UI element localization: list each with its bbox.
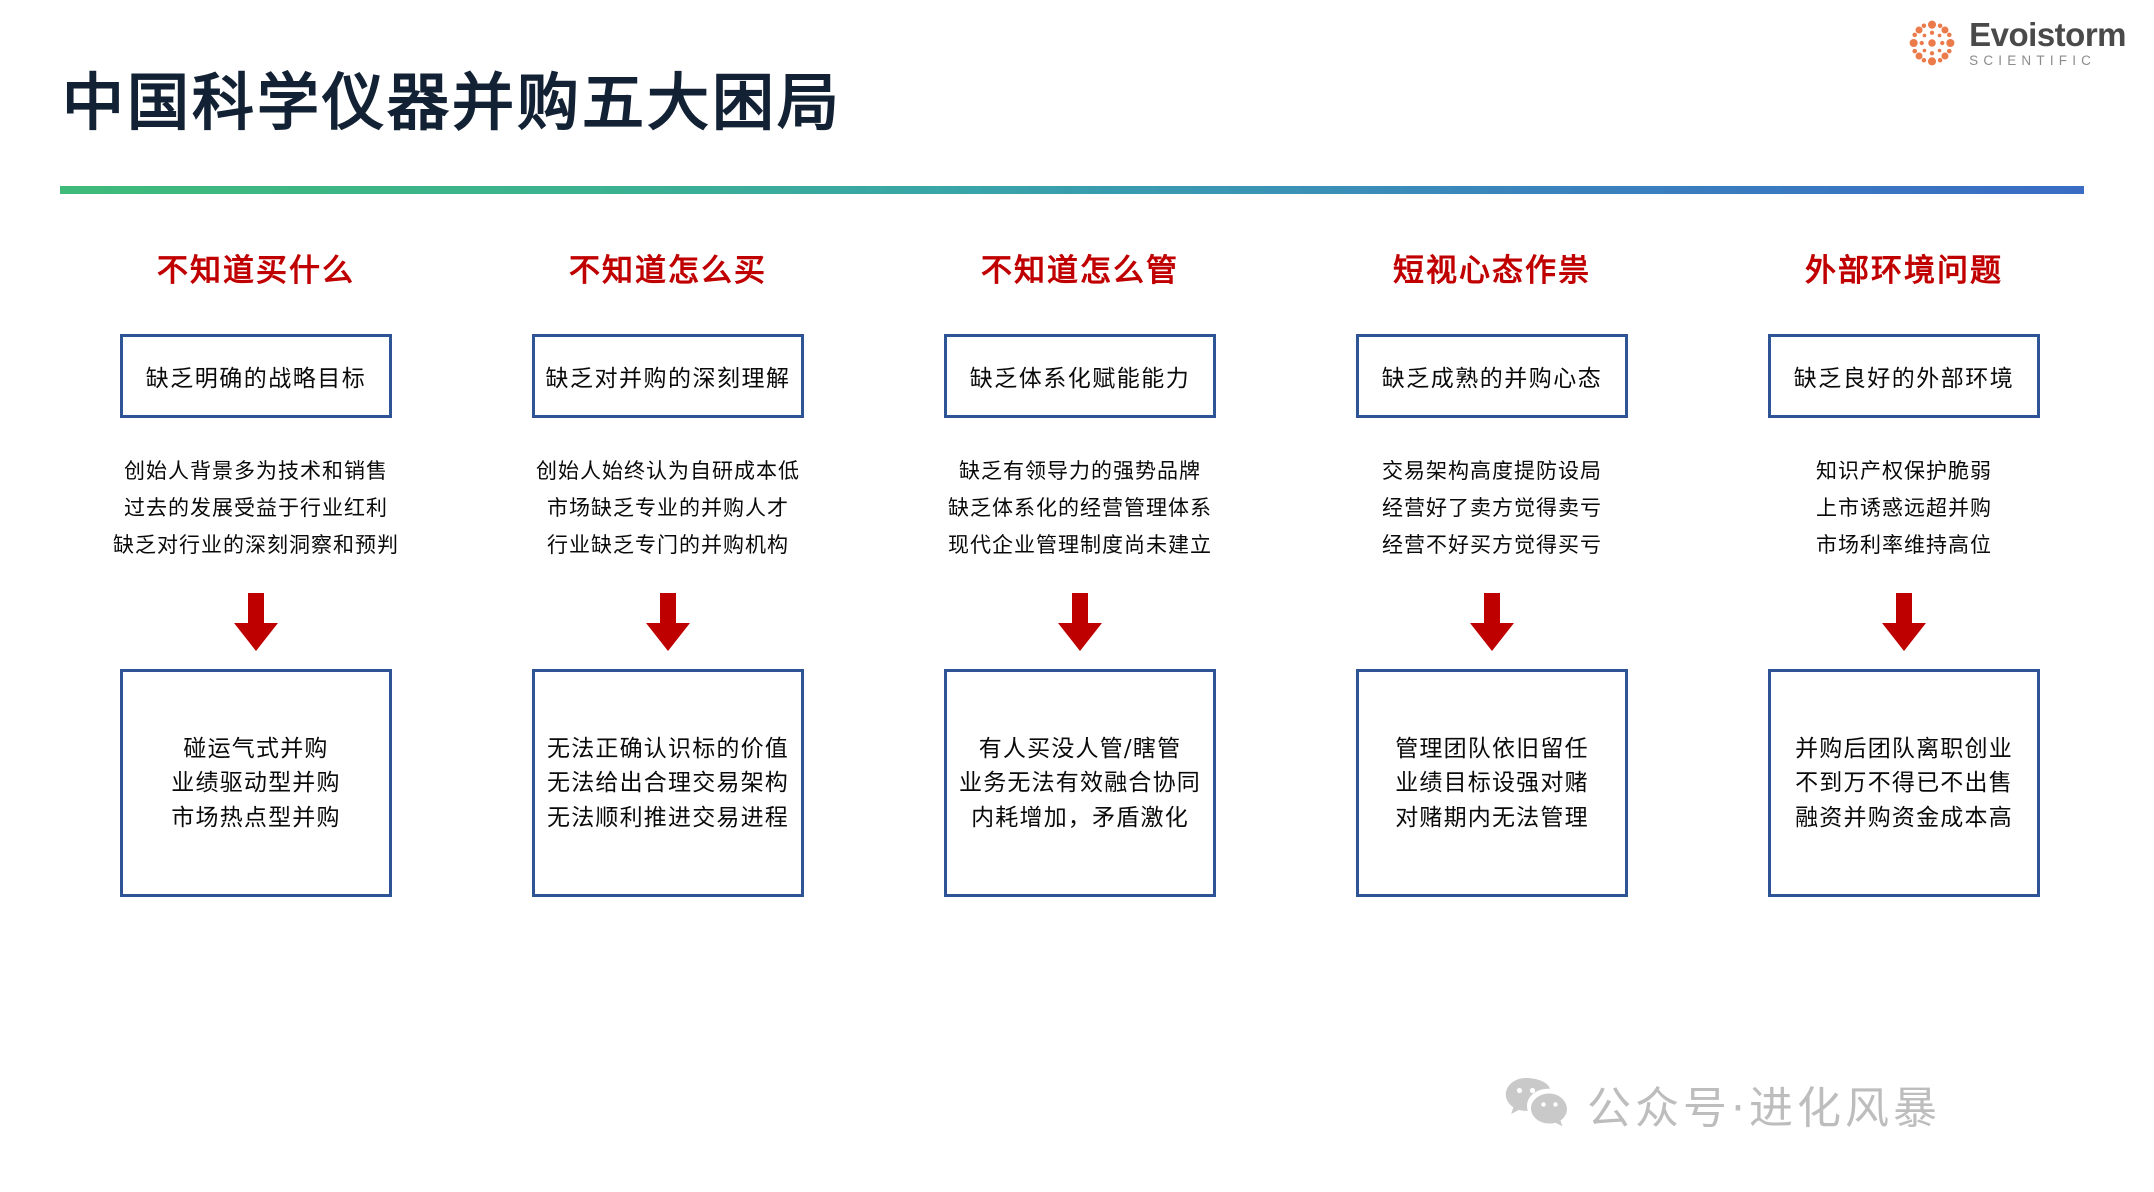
outcome-line: 业绩驱动型并购 xyxy=(171,770,341,797)
brand-tagline: SCIENTIFIC xyxy=(1969,53,2097,69)
list-item: 市场利率维持高位 xyxy=(1816,533,1992,558)
watermark-text: 公众号·进化风暴 xyxy=(1587,1083,1941,1134)
outcome-line: 无法给出合理交易架构 xyxy=(547,770,789,797)
down-arrow-icon xyxy=(1058,593,1102,652)
column-1-heading: 不知道买什么 xyxy=(157,253,355,289)
list-item: 交易架构高度提防设局 xyxy=(1382,459,1602,483)
list-item: 行业缺乏专门的并购机构 xyxy=(547,533,789,558)
column-2-problem-box: 缺乏对并购的深刻理解 xyxy=(532,334,804,418)
down-arrow-icon xyxy=(234,593,278,652)
brand-logo: Evoistorm SCIENTIFIC xyxy=(1905,16,2126,70)
column-4-outcome-box: 管理团队依旧留任 业绩目标设强对赌 对赌期内无法管理 xyxy=(1356,669,1628,898)
column-5-problem-box: 缺乏良好的外部环境 xyxy=(1768,334,2040,418)
column-1-outcome-box: 碰运气式并购 业绩驱动型并购 市场热点型并购 xyxy=(120,669,392,898)
column-5-outcome-box: 并购后团队离职创业 不到万不得已不出售 融资并购资金成本高 xyxy=(1768,669,2040,898)
column-2: 不知道怎么买 缺乏对并购的深刻理解 创始人始终认为自研成本低 市场缺乏专业的并购… xyxy=(462,250,874,898)
list-item: 经营好了卖方觉得卖亏 xyxy=(1382,496,1602,521)
column-4-problem-box: 缺乏成熟的并购心态 xyxy=(1356,334,1628,418)
column-2-outcome-box: 无法正确认识标的价值 无法给出合理交易架构 无法顺利推进交易进程 xyxy=(532,669,804,898)
column-4-heading: 短视心态作祟 xyxy=(1393,253,1591,289)
down-arrow-icon xyxy=(1882,593,1926,652)
column-3-arrow-slot xyxy=(1058,591,1102,653)
list-item: 创始人背景多为技术和销售 xyxy=(124,459,388,483)
brand-wordmark: Evoistorm SCIENTIFIC xyxy=(1969,18,2126,68)
outcome-line: 内耗增加，矛盾激化 xyxy=(971,804,1189,831)
page-title: 中国科学仪器并购五大困局 xyxy=(62,66,843,139)
wechat-icon xyxy=(1505,1076,1571,1132)
list-item: 创始人始终认为自研成本低 xyxy=(536,459,800,483)
outcome-line: 碰运气式并购 xyxy=(183,735,329,762)
outcome-line: 融资并购资金成本高 xyxy=(1795,804,2013,831)
column-2-bullets: 创始人始终认为自研成本低 市场缺乏专业的并购人才 行业缺乏专门的并购机构 xyxy=(536,459,800,558)
down-arrow-icon xyxy=(1470,593,1514,652)
evoistorm-burst-icon xyxy=(1905,16,1959,70)
column-5-bullets: 知识产权保护脆弱 上市诱惑远超并购 市场利率维持高位 xyxy=(1816,459,1992,558)
watermark: 公众号·进化风暴 xyxy=(1505,1072,1941,1136)
column-5-arrow-slot xyxy=(1882,591,1926,653)
column-1-bullets: 创始人背景多为技术和销售 过去的发展受益于行业红利 缺乏对行业的深刻洞察和预判 xyxy=(113,459,399,558)
list-item: 缺乏有领导力的强势品牌 xyxy=(959,459,1201,483)
column-1-arrow-slot xyxy=(234,591,278,653)
column-1-problem-box: 缺乏明确的战略目标 xyxy=(120,334,392,418)
column-5-heading: 外部环境问题 xyxy=(1805,253,2003,289)
column-3-problem-box: 缺乏体系化赋能能力 xyxy=(944,334,1216,418)
outcome-line: 管理团队依旧留任 xyxy=(1395,735,1589,762)
list-item: 知识产权保护脆弱 xyxy=(1816,459,1992,483)
outcome-line: 有人买没人管/瞎管 xyxy=(978,735,1182,762)
list-item: 现代企业管理制度尚未建立 xyxy=(948,533,1212,558)
down-arrow-icon xyxy=(646,593,690,652)
outcome-line: 对赌期内无法管理 xyxy=(1395,804,1589,831)
outcome-line: 业绩目标设强对赌 xyxy=(1395,770,1589,797)
list-item: 上市诱惑远超并购 xyxy=(1816,496,1992,521)
title-underline-gradient xyxy=(60,186,2084,194)
column-3-heading: 不知道怎么管 xyxy=(981,253,1179,289)
column-3: 不知道怎么管 缺乏体系化赋能能力 缺乏有领导力的强势品牌 缺乏体系化的经营管理体… xyxy=(874,250,1286,898)
outcome-line: 业务无法有效融合协同 xyxy=(959,770,1201,797)
outcome-line: 并购后团队离职创业 xyxy=(1795,735,2013,762)
outcome-line: 无法顺利推进交易进程 xyxy=(547,804,789,831)
list-item: 缺乏体系化的经营管理体系 xyxy=(948,496,1212,521)
list-item: 缺乏对行业的深刻洞察和预判 xyxy=(113,533,399,558)
outcome-line: 不到万不得已不出售 xyxy=(1795,770,2013,797)
column-4: 短视心态作祟 缺乏成熟的并购心态 交易架构高度提防设局 经营好了卖方觉得卖亏 经… xyxy=(1286,250,1698,898)
brand-name: Evoistorm xyxy=(1969,16,2126,54)
list-item: 市场缺乏专业的并购人才 xyxy=(547,496,789,521)
column-3-bullets: 缺乏有领导力的强势品牌 缺乏体系化的经营管理体系 现代企业管理制度尚未建立 xyxy=(948,459,1212,558)
outcome-line: 市场热点型并购 xyxy=(171,804,341,831)
column-3-outcome-box: 有人买没人管/瞎管 业务无法有效融合协同 内耗增加，矛盾激化 xyxy=(944,669,1216,898)
outcome-line: 无法正确认识标的价值 xyxy=(547,735,789,762)
column-1: 不知道买什么 缺乏明确的战略目标 创始人背景多为技术和销售 过去的发展受益于行业… xyxy=(50,250,462,898)
columns-grid: 不知道买什么 缺乏明确的战略目标 创始人背景多为技术和销售 过去的发展受益于行业… xyxy=(50,250,2110,898)
column-2-heading: 不知道怎么买 xyxy=(569,253,767,289)
column-4-arrow-slot xyxy=(1470,591,1514,653)
column-2-arrow-slot xyxy=(646,591,690,653)
list-item: 经营不好买方觉得买亏 xyxy=(1382,533,1602,558)
column-4-bullets: 交易架构高度提防设局 经营好了卖方觉得卖亏 经营不好买方觉得买亏 xyxy=(1382,459,1602,558)
column-5: 外部环境问题 缺乏良好的外部环境 知识产权保护脆弱 上市诱惑远超并购 市场利率维… xyxy=(1698,250,2110,898)
list-item: 过去的发展受益于行业红利 xyxy=(124,496,388,521)
